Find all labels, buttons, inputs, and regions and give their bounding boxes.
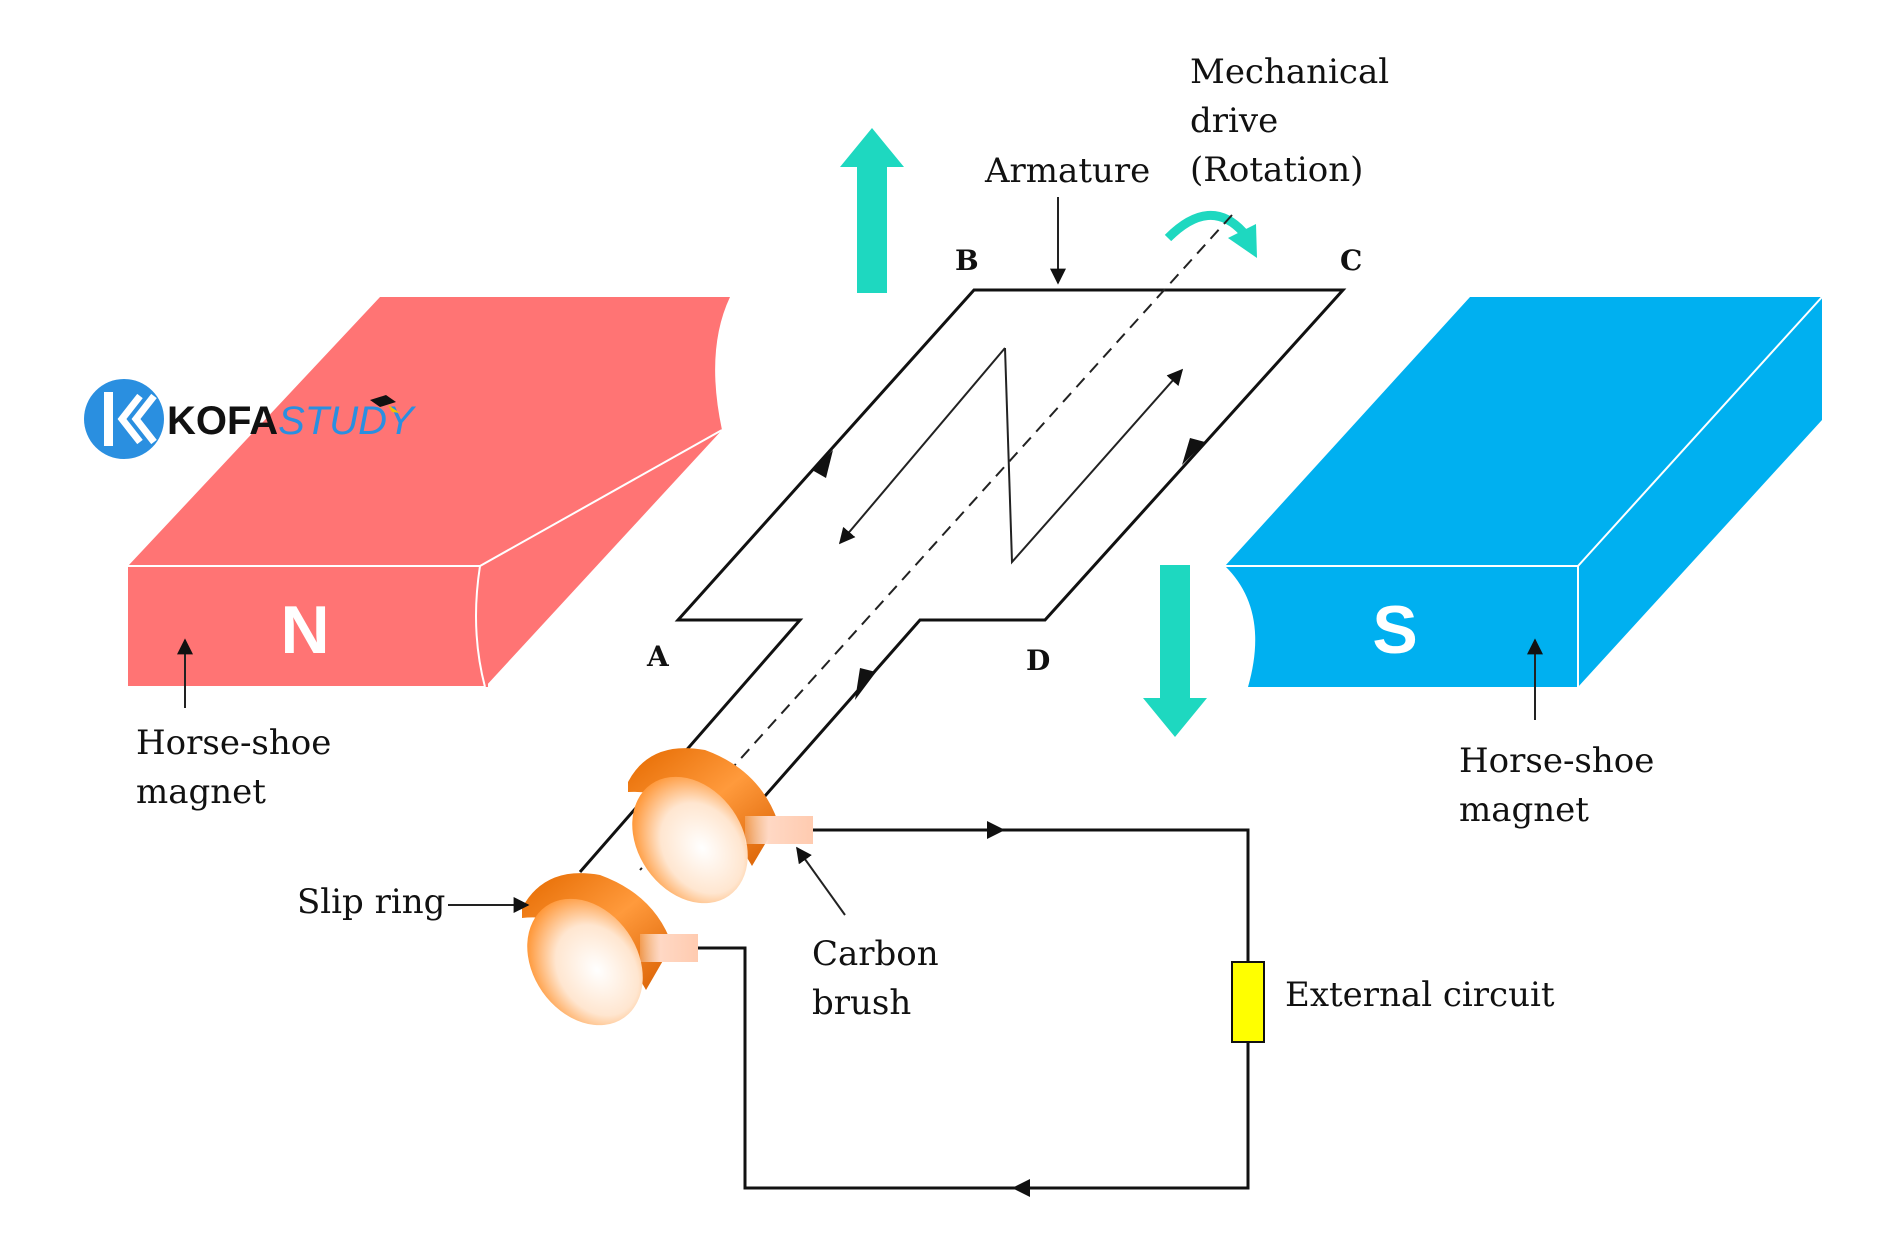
slip-ring-label: Slip ring — [297, 882, 445, 922]
svg-text:KOFASTUDY: KOFASTUDY — [167, 399, 417, 443]
external-circuit-wiring — [698, 821, 1265, 1197]
carbon-brush-upper — [745, 816, 813, 844]
armature-label: Armature — [984, 151, 1150, 191]
point-b-label: B — [955, 244, 979, 277]
logo-suffix: STUDY — [278, 399, 417, 443]
north-magnet: N — [128, 297, 730, 688]
south-pole-label: S — [1372, 592, 1417, 668]
down-arrow-icon — [1143, 565, 1207, 737]
logo-prefix: KOFA — [167, 399, 278, 443]
north-magnet-front — [128, 566, 488, 687]
north-magnet-top — [128, 297, 730, 566]
point-c-label: C — [1340, 244, 1362, 277]
north-magnet-side — [476, 430, 722, 687]
right-magnet-label: Horse-shoe magnet — [1459, 741, 1665, 830]
carbon-brush-label: Carbon brush — [812, 934, 949, 1023]
mechanical-drive-label: Mechanical drive (Rotation) — [1190, 52, 1400, 190]
carbon-brush-lower — [640, 934, 698, 962]
up-arrow-icon — [840, 128, 904, 293]
south-magnet-front — [1225, 566, 1578, 687]
slip-ring-lower — [522, 873, 672, 1026]
resistor — [1231, 961, 1265, 1043]
kofastudy-logo-icon: KOFASTUDY — [84, 379, 417, 459]
south-magnet-side — [1578, 297, 1822, 687]
slip-ring-upper — [628, 748, 778, 904]
rotation-arrow-icon — [1164, 211, 1257, 258]
point-d-label: D — [1026, 644, 1050, 677]
left-magnet-label: Horse-shoe magnet — [136, 723, 342, 812]
armature-coil — [578, 214, 1347, 873]
south-magnet: S — [1225, 296, 1823, 687]
north-pole-label: N — [280, 592, 329, 668]
south-magnet-top — [1225, 297, 1822, 566]
external-circuit-label: External circuit — [1285, 975, 1555, 1015]
point-a-label: A — [646, 640, 670, 673]
